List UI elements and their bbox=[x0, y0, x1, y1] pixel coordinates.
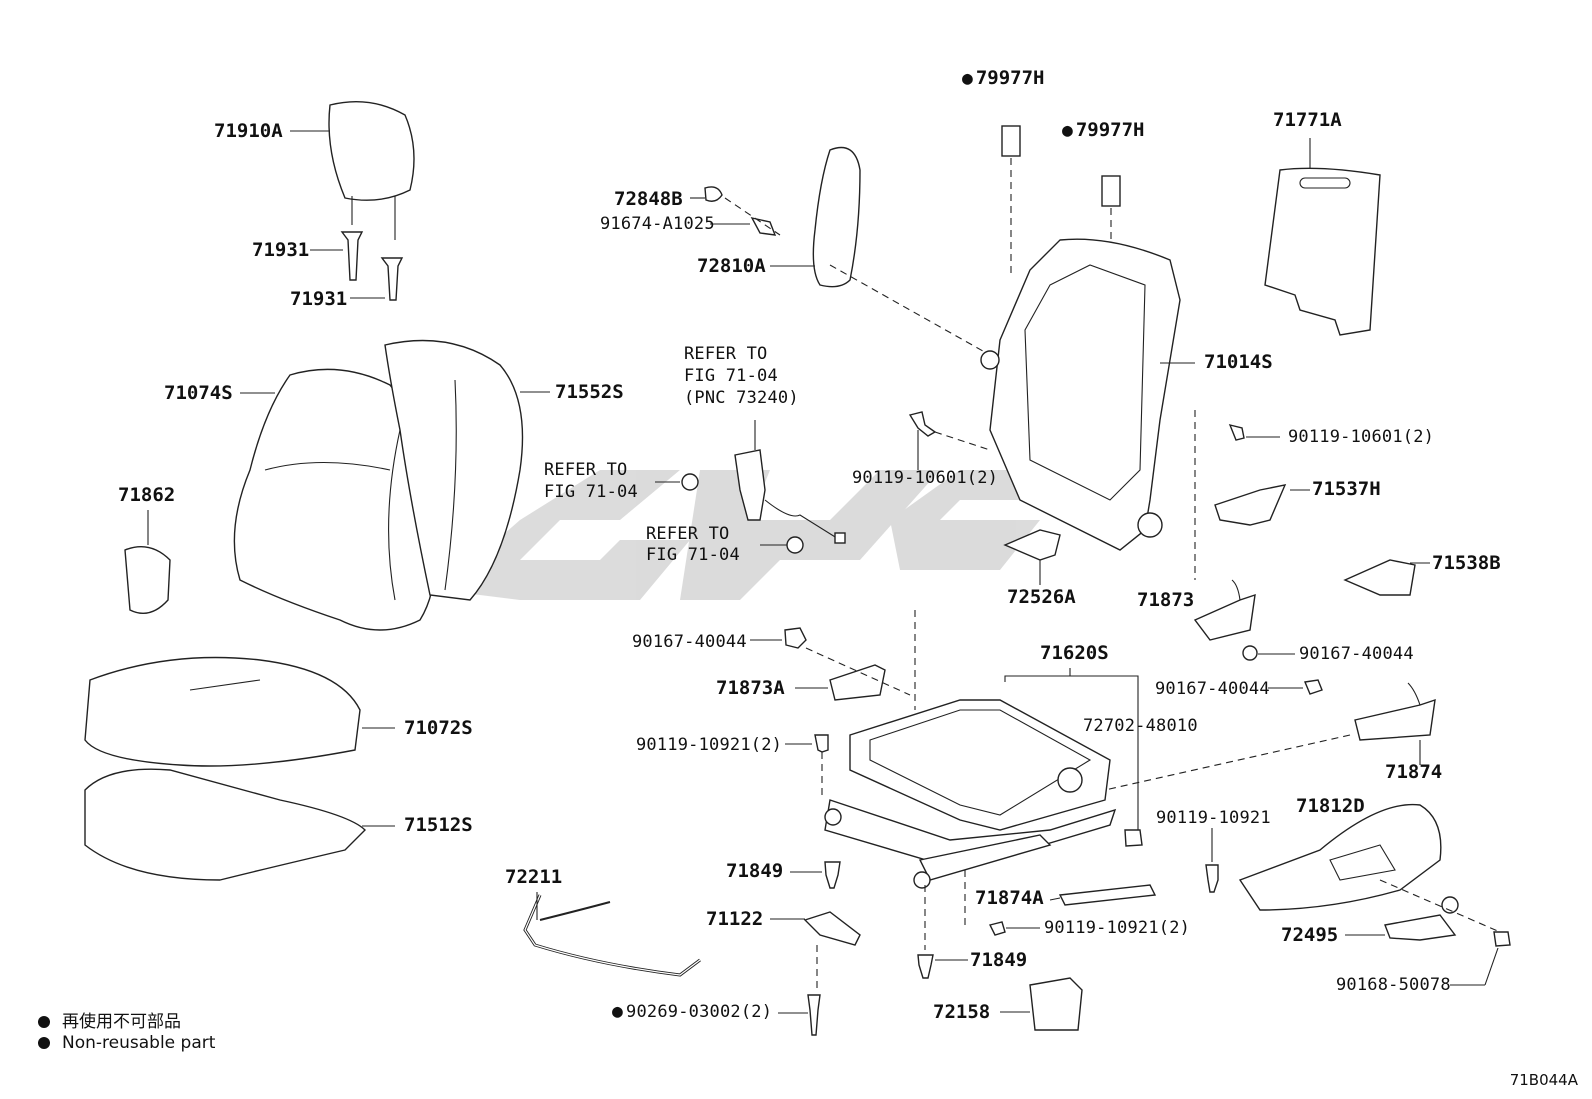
label-72158: 72158 bbox=[933, 1001, 991, 1023]
label-90269-03002: 90269-03002(2) bbox=[612, 1002, 772, 1022]
legend-jp-text: 再使用不可部品 bbox=[62, 1012, 181, 1032]
label-71874: 71874 bbox=[1385, 761, 1443, 783]
label-71014S: 71014S bbox=[1204, 351, 1273, 373]
label-71512S: 71512S bbox=[404, 814, 473, 836]
wire-72211 bbox=[523, 892, 701, 977]
refer-1-line1: REFER TO bbox=[684, 344, 768, 364]
bracket-71873A bbox=[750, 610, 916, 710]
bolt-90119-10921-right bbox=[1205, 828, 1219, 893]
bolt-90119-10921-left bbox=[785, 734, 829, 800]
label-72702-48010: 72702-48010 bbox=[1083, 716, 1198, 736]
refer-3-line1: REFER TO bbox=[646, 524, 730, 544]
cover-72158 bbox=[1000, 977, 1083, 1031]
legend-bullet-icon bbox=[38, 1037, 50, 1049]
label-71538B: 71538B bbox=[1432, 552, 1501, 574]
bolt-90119-10601-center bbox=[908, 411, 991, 470]
shield-71812D bbox=[1238, 803, 1442, 911]
label-90119-10601-center: 90119-10601(2) bbox=[852, 468, 999, 488]
label-71537H: 71537H bbox=[1312, 478, 1381, 500]
headrest-guides-71931 bbox=[310, 231, 404, 301]
rail-71874A bbox=[1049, 884, 1157, 906]
cushion-pad-71512S bbox=[84, 768, 395, 881]
bracket-71538B bbox=[1343, 559, 1430, 596]
headrest-71910A bbox=[290, 100, 415, 240]
clip-71122 bbox=[770, 911, 861, 990]
label-79977H-b: 79977H bbox=[1062, 120, 1145, 141]
seatback-pad-71552S bbox=[384, 339, 550, 601]
refer-3-line2: FIG 71-04 bbox=[646, 545, 740, 565]
diagram-code: 71B044A bbox=[1509, 1071, 1578, 1089]
label-71771A: 71771A bbox=[1273, 109, 1342, 131]
label-72848B: 72848B bbox=[614, 188, 683, 210]
label-72211: 72211 bbox=[505, 866, 563, 888]
label-71074S: 71074S bbox=[164, 382, 233, 404]
legend-en-text: Non-reusable part bbox=[62, 1033, 216, 1053]
label-72495: 72495 bbox=[1281, 924, 1339, 946]
label-71620S: 71620S bbox=[1040, 642, 1109, 664]
refer-1-line3: (PNC 73240) bbox=[684, 388, 799, 408]
label-90167-40044-left: 90167-40044 bbox=[632, 632, 747, 652]
label-71849-a: 71849 bbox=[726, 860, 784, 882]
label-71072S: 71072S bbox=[404, 717, 473, 739]
label-72526A: 72526A bbox=[1007, 586, 1076, 608]
legend-non-reusable-en: Non-reusable part bbox=[38, 1033, 215, 1053]
label-90119-10601-right: 90119-10601(2) bbox=[1288, 427, 1435, 447]
cover-72495 bbox=[1345, 879, 1511, 986]
label-72810A: 72810A bbox=[697, 255, 766, 277]
label-90119-10921-2-bottom: 90119-10921(2) bbox=[1044, 918, 1191, 938]
seat-track-71620S bbox=[824, 668, 1143, 889]
refer-1-line2: FIG 71-04 bbox=[684, 366, 778, 386]
side-shield-72810A bbox=[690, 146, 991, 356]
label-71849-b: 71849 bbox=[970, 949, 1028, 971]
part-72526A bbox=[1003, 529, 1061, 585]
label-79977H-a: 79977H bbox=[962, 68, 1045, 89]
seatback-cover-71074S bbox=[233, 368, 437, 631]
legend-bullet-icon bbox=[38, 1016, 50, 1028]
refer-2-line1: REFER TO bbox=[544, 460, 628, 480]
back-board-71771A bbox=[1264, 138, 1381, 336]
bracket-71874 bbox=[1104, 679, 1436, 791]
seatbelt-buckle bbox=[655, 420, 846, 554]
label-71910A: 71910A bbox=[214, 120, 283, 142]
label-90119-10921-2-left: 90119-10921(2) bbox=[636, 735, 783, 755]
label-71862: 71862 bbox=[118, 484, 176, 506]
label-71812D: 71812D bbox=[1296, 795, 1365, 817]
label-91674-A1025: 91674-A1025 bbox=[600, 214, 715, 234]
label-71122: 71122 bbox=[706, 908, 764, 930]
label-90167-40044-mid: 90167-40044 bbox=[1155, 679, 1270, 699]
seatback-frame-71014S bbox=[980, 238, 1195, 551]
label-90167-40044-right: 90167-40044 bbox=[1299, 644, 1414, 664]
cushion-cover-71072S bbox=[84, 656, 395, 767]
legend-non-reusable-jp: 再使用不可部品 bbox=[38, 1007, 181, 1032]
label-71873: 71873 bbox=[1137, 589, 1195, 611]
bracket-71873 bbox=[1193, 579, 1295, 661]
label-90119-10921: 90119-10921 bbox=[1156, 808, 1271, 828]
label-71931-b: 71931 bbox=[290, 288, 348, 310]
fastener-90269-03002 bbox=[778, 994, 821, 1036]
label-71552S: 71552S bbox=[555, 381, 624, 403]
pin-71849 bbox=[790, 861, 968, 979]
tape-79977H bbox=[1001, 125, 1121, 330]
refer-2-line2: FIG 71-04 bbox=[544, 482, 638, 502]
bolt-90119-10921-bottom bbox=[964, 870, 1040, 936]
label-71874A: 71874A bbox=[975, 887, 1044, 909]
label-90168-50078: 90168-50078 bbox=[1336, 975, 1451, 995]
bracket-71537H bbox=[1194, 410, 1310, 580]
label-71873A: 71873A bbox=[716, 677, 785, 699]
part-71862 bbox=[124, 510, 171, 614]
label-71931-a: 71931 bbox=[252, 239, 310, 261]
